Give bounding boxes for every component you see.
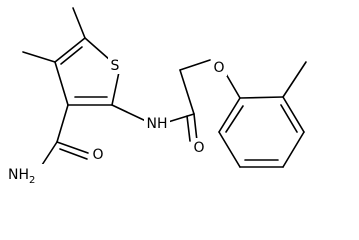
- molecule-structure: S NH O O O NH2: [6, 7, 307, 186]
- bond-c4-c3: [54, 61, 69, 106]
- carboxamide-group: [41, 104, 89, 166]
- bond-ar3-ar4: [282, 131, 305, 168]
- sulfur-atom-label: S: [111, 58, 120, 74]
- bond-c5-c4-double: [60, 46, 83, 65]
- amide-carbonyl-oxygen-label: O: [193, 140, 204, 156]
- bond-o-ar1: [225, 73, 241, 99]
- bond-nh-co: [167, 113, 195, 123]
- bond-c2-nh: [111, 104, 149, 123]
- bond-c2-s: [111, 71, 120, 106]
- bond-c5-c4: [54, 37, 86, 63]
- bond-ar1-ar2: [239, 96, 284, 99]
- nh2-subscript: 2: [29, 175, 35, 186]
- bond-amide-c-o-double: [59, 148, 88, 160]
- bond-ar6-ar1: [218, 97, 241, 133]
- bond-amide-c-o: [56, 141, 89, 154]
- nh2-main-text: NH: [8, 167, 29, 183]
- bond-ar2-ar3: [282, 96, 305, 133]
- bond-ar5-ar6: [218, 131, 241, 168]
- bond-co-o: [193, 113, 198, 142]
- bond-co-ch2: [179, 69, 195, 115]
- bond-ar6-ar1-inner: [225, 105, 244, 133]
- ether-oxygen-label: O: [213, 60, 224, 76]
- bond-ch2-o: [179, 59, 211, 71]
- carboxamide-nh2-label: NH2: [8, 167, 35, 186]
- methyl-bond-c4: [22, 51, 56, 63]
- benzene-ring: [218, 61, 307, 168]
- bond-amide-c-nh2: [41, 141, 58, 166]
- methyl-bond-aryl: [282, 61, 307, 98]
- amide-linker: [111, 59, 211, 142]
- carboxamide-oxygen-label: O: [92, 147, 103, 163]
- bond-c3-amide-c: [56, 104, 69, 143]
- bond-s-c5: [84, 37, 111, 61]
- methyl-bond-c5: [72, 7, 86, 39]
- thiophene-ring: [54, 37, 120, 106]
- bond-ar2-ar3-inner: [280, 104, 298, 133]
- bond-co-o-double: [186, 115, 191, 142]
- amide-nh-label: NH: [147, 116, 168, 132]
